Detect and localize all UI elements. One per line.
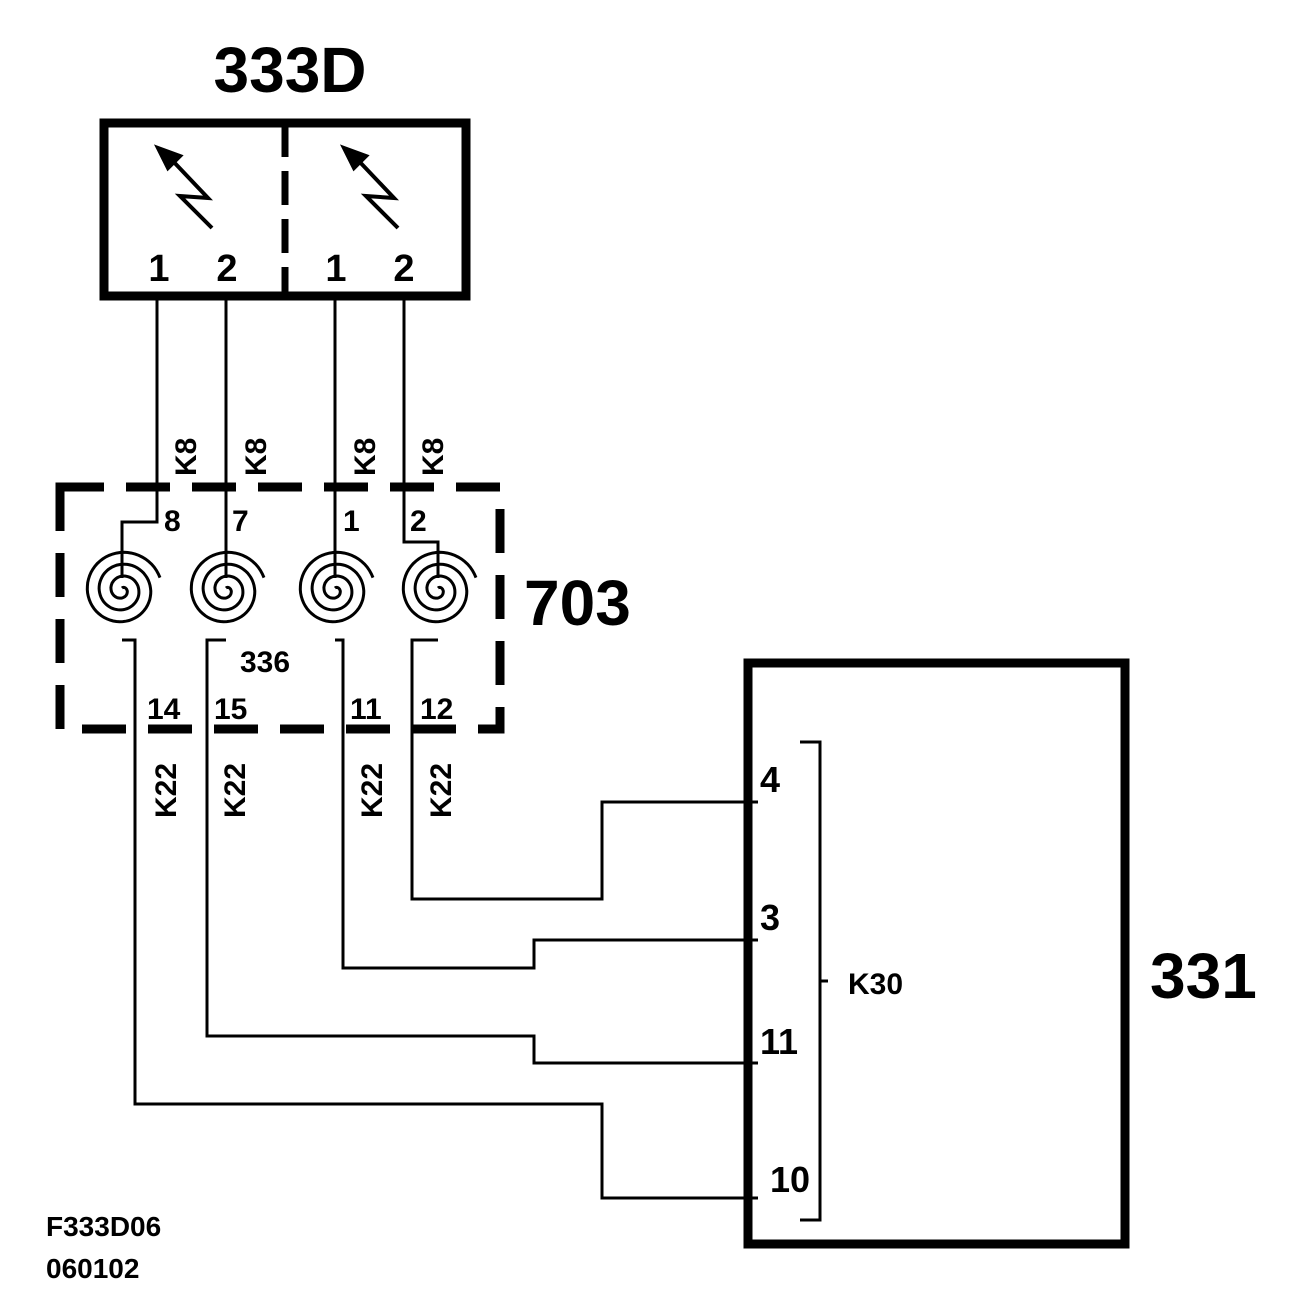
wire bbox=[133, 729, 758, 1200]
unit-333d-label: 333D bbox=[214, 34, 367, 106]
harness-bottom-pin: 11 bbox=[350, 693, 382, 726]
harness-internal-leads bbox=[120, 487, 440, 729]
harness-top-pin: 2 bbox=[410, 505, 427, 538]
wire-code-label: K8 bbox=[170, 438, 203, 476]
harness-bottom-pin: 12 bbox=[420, 693, 453, 726]
unit-331-label: 331 bbox=[1150, 940, 1257, 1012]
coil-spiral-icon bbox=[189, 550, 266, 624]
coil-spiral-icon bbox=[401, 550, 478, 624]
wire bbox=[341, 729, 758, 970]
coil-group bbox=[85, 550, 478, 624]
unit-331-pin: 10 bbox=[770, 1159, 810, 1200]
wire-code-label: K8 bbox=[349, 438, 382, 476]
unit-333d-pin: 2 bbox=[216, 248, 237, 290]
harness-bottom-pin: 14 bbox=[147, 693, 181, 726]
harness-703-label: 703 bbox=[524, 567, 631, 639]
wire-code-label: K22 bbox=[356, 763, 389, 818]
wire-code-label: K8 bbox=[240, 438, 273, 476]
unit-333d-pin: 1 bbox=[148, 248, 169, 290]
wire-code-label: K8 bbox=[417, 438, 450, 476]
wire bbox=[205, 729, 758, 1065]
wire-code-label: K22 bbox=[219, 763, 252, 818]
harness-703-box bbox=[55, 482, 505, 734]
connector-bracket bbox=[800, 740, 822, 1222]
coil-spiral-icon bbox=[298, 550, 375, 624]
unit-331-pin: 11 bbox=[760, 1021, 798, 1062]
unit-331: 331 K30 4 3 11 10 bbox=[743, 658, 1257, 1249]
upper-wires bbox=[155, 296, 406, 487]
harness-sub-label: 336 bbox=[240, 646, 290, 679]
harness-top-pin: 1 bbox=[343, 505, 360, 538]
unit-333d-pin: 2 bbox=[393, 248, 414, 290]
unit-333d-pin: 1 bbox=[325, 248, 346, 290]
harness-top-pin: 7 bbox=[232, 505, 249, 538]
harness-top-pin: 8 bbox=[164, 505, 181, 538]
connector-label: K30 bbox=[848, 968, 903, 1001]
wire-code-label: K22 bbox=[150, 763, 183, 818]
figure-id: F333D06 bbox=[46, 1211, 161, 1242]
unit-331-pin: 3 bbox=[760, 897, 780, 938]
sensor-arrow-icon bbox=[153, 144, 214, 230]
lower-wires bbox=[133, 729, 758, 1200]
harness-bottom-pin: 15 bbox=[214, 693, 247, 726]
figure-date: 060102 bbox=[46, 1253, 139, 1284]
unit-333d: 333D 1 2 1 2 bbox=[99, 34, 471, 301]
unit-331-box bbox=[743, 658, 1130, 1249]
unit-331-pin: 4 bbox=[760, 759, 780, 800]
sensor-arrow-icon bbox=[339, 144, 400, 230]
wire bbox=[410, 729, 758, 901]
wire-code-label: K22 bbox=[425, 763, 458, 818]
coil-spiral-icon bbox=[85, 550, 162, 624]
harness-703: 703 336 8 7 1 2 14 15 11 12 bbox=[55, 482, 631, 734]
